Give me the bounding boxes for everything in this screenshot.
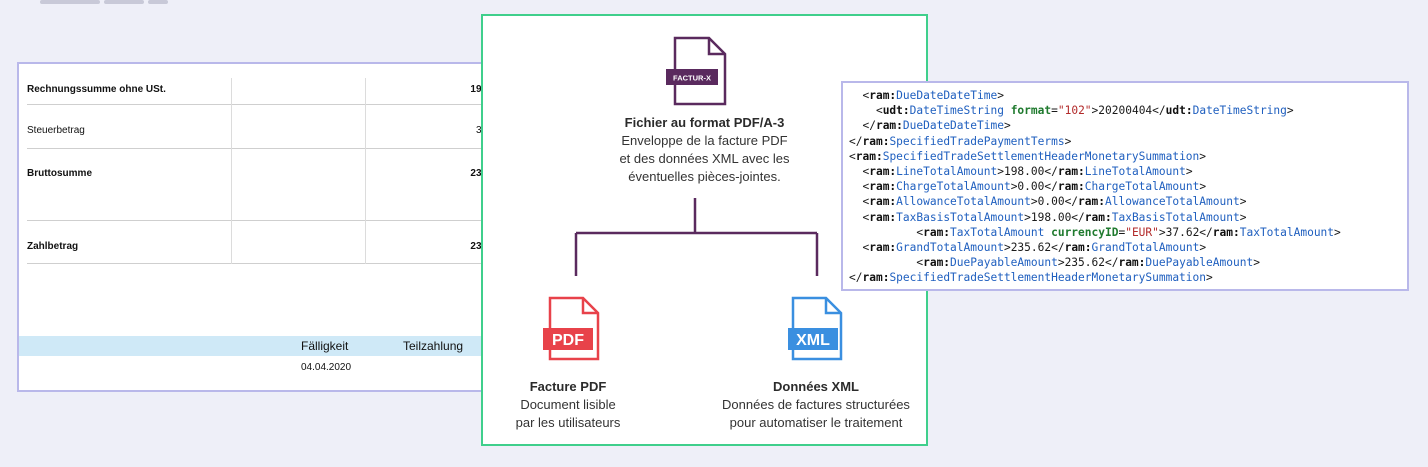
xml-desc-line: pour automatiser le traitement [729, 415, 903, 430]
diagram-graphics: FACTUR-X PDF XML [543, 36, 843, 361]
due-header: Fälligkeit [301, 339, 349, 353]
xml-file-icon: XML [788, 296, 843, 361]
pdf-description: Facture PDF Document lisible par les uti… [493, 378, 643, 432]
due-date-value: 04.04.2020 [301, 362, 352, 373]
pdf-badge-text: PDF [552, 332, 584, 349]
xml-code-line: <ram:AllowanceTotalAmount>0.00</ram:Allo… [849, 195, 1247, 209]
xml-code-line: <ram:TaxTotalAmount currencyID="EUR">37.… [849, 225, 1341, 239]
partial-payment-header: Teilzahlung [403, 339, 464, 353]
invoice-row-label: Zahlbetrag [27, 241, 79, 252]
invoice-row-label: Rechnungssumme ohne USt. [27, 84, 166, 95]
row-divider [27, 104, 501, 105]
payment-terms-header: Fälligkeit Teilzahlung [19, 336, 494, 356]
xml-code-line: <udt:DateTimeString format="102">2020040… [849, 104, 1294, 118]
invoice-summary-card: Rechnungssumme ohne USt. 198,00 Steuerbe… [17, 62, 506, 392]
xml-desc-line: Données de factures structurées [722, 397, 910, 412]
column-divider [231, 78, 232, 264]
container-title: Fichier au format PDF/A-3 [624, 115, 785, 130]
xml-code-line: </ram:DueDateDateTime> [849, 119, 1011, 133]
invoice-row-label: Steuerbetrag [27, 125, 85, 136]
xml-code-line: <ram:SpecifiedTradeSettlementHeaderMonet… [849, 149, 1207, 163]
top-edge-strip [0, 0, 200, 6]
invoice-row-label: Bruttosumme [27, 168, 93, 179]
container-desc-line: éventuelles pièces-jointes. [628, 169, 781, 184]
xml-title: Données XML [773, 379, 859, 394]
xml-badge-text: XML [796, 332, 830, 349]
xml-code-line: <ram:LineTotalAmount>198.00</ram:LineTot… [849, 165, 1193, 178]
pdf-desc-line: par les utilisateurs [515, 415, 621, 430]
row-divider [27, 148, 501, 149]
container-desc-line: Enveloppe de la facture PDF [621, 133, 788, 148]
xml-code-line: <ram:GrandTotalAmount>235.62</ram:GrandT… [849, 241, 1207, 254]
container-desc-line: et des données XML avec les [619, 151, 790, 166]
pdf-title: Facture PDF [529, 379, 607, 394]
xml-code-line: </ram:SpecifiedTradeSettlementHeaderMone… [849, 271, 1213, 285]
row-divider [27, 220, 501, 221]
xml-code-line: <ram:DueDateDateTime> [849, 89, 1004, 102]
pdf-file-icon: PDF [543, 296, 600, 361]
row-divider [27, 263, 501, 264]
xml-code-card: <ram:DueDateDateTime> <udt:DateTimeStrin… [841, 81, 1409, 291]
container-description: Fichier au format PDF/A-3 Enveloppe de l… [583, 114, 826, 186]
xml-code-line: </ram:SpecifiedTradePaymentTerms> [849, 134, 1072, 148]
facturx-badge-text: FACTUR-X [673, 74, 711, 83]
pdf-desc-line: Document lisible [520, 397, 616, 412]
xml-code-line: <ram:ChargeTotalAmount>0.00</ram:ChargeT… [849, 180, 1207, 194]
facturx-document-icon: FACTUR-X [666, 36, 727, 106]
xml-code-line: <ram:TaxBasisTotalAmount>198.00</ram:Tax… [849, 210, 1247, 224]
xml-code-line: <ram:DuePayableAmount>235.62</ram:DuePay… [849, 256, 1260, 270]
column-divider [365, 78, 366, 264]
xml-description: Données XML Données de factures structur… [711, 378, 921, 432]
tree-connector [574, 198, 819, 276]
